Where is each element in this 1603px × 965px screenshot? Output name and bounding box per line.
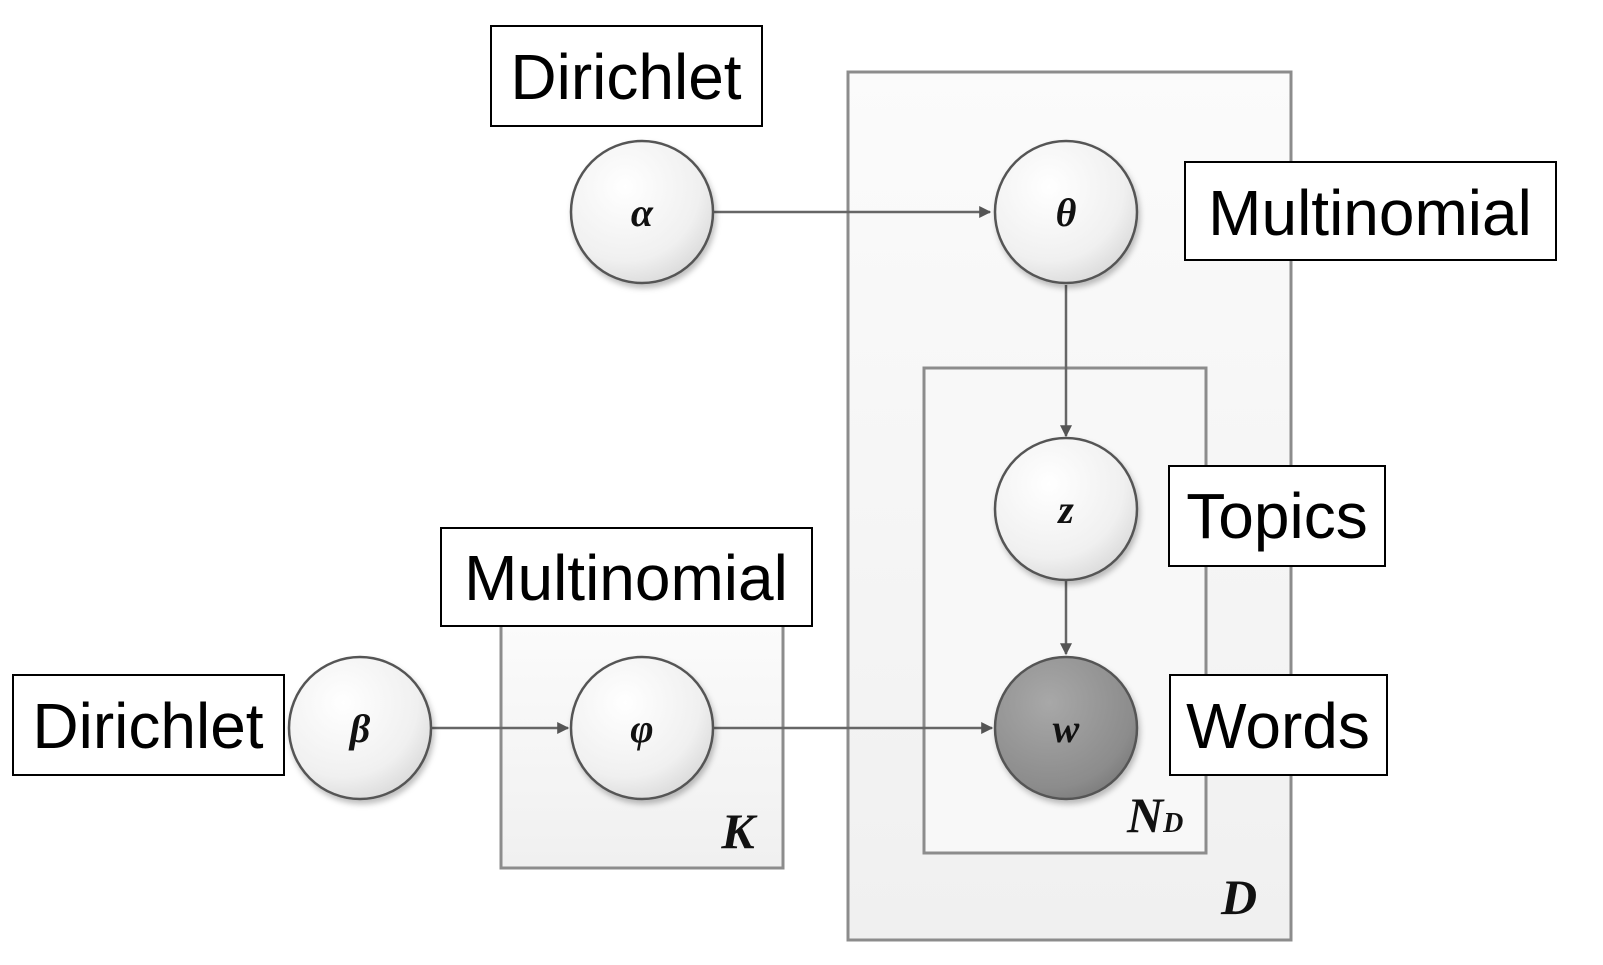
plate-nd-label: ND xyxy=(1126,787,1183,843)
plate-nd-main: N xyxy=(1126,787,1165,843)
plate-k-label: K xyxy=(720,803,758,859)
node-phi-label: φ xyxy=(630,706,653,751)
label-box-multinomial-right: Multinomial xyxy=(1184,161,1557,261)
label-box-words: Words xyxy=(1169,674,1388,776)
label-multinomial-left: Multinomial xyxy=(464,542,788,614)
label-box-multinomial-left: Multinomial xyxy=(440,527,813,627)
node-phi: φ xyxy=(569,655,715,801)
node-z: z xyxy=(993,436,1139,582)
node-w: w xyxy=(993,655,1139,801)
label-box-dirichlet-left: Dirichlet xyxy=(12,674,285,776)
plate-nd-sub: D xyxy=(1162,808,1183,839)
label-box-topics: Topics xyxy=(1168,465,1386,567)
label-box-dirichlet-top: Dirichlet xyxy=(490,25,763,127)
node-alpha: α xyxy=(569,139,715,285)
label-dirichlet-left: Dirichlet xyxy=(32,690,263,762)
label-multinomial-right: Multinomial xyxy=(1208,177,1532,249)
node-z-label: z xyxy=(1056,487,1074,532)
node-beta: β xyxy=(287,655,433,801)
node-w-label: w xyxy=(1053,706,1080,751)
label-dirichlet-top: Dirichlet xyxy=(510,41,741,113)
label-words: Words xyxy=(1186,690,1370,762)
label-topics: Topics xyxy=(1186,480,1367,552)
node-theta-label: θ xyxy=(1056,190,1077,235)
node-beta-label: β xyxy=(348,706,371,751)
node-alpha-label: α xyxy=(631,190,654,235)
node-theta: θ xyxy=(993,139,1139,285)
plate-d-label: D xyxy=(1220,869,1257,925)
